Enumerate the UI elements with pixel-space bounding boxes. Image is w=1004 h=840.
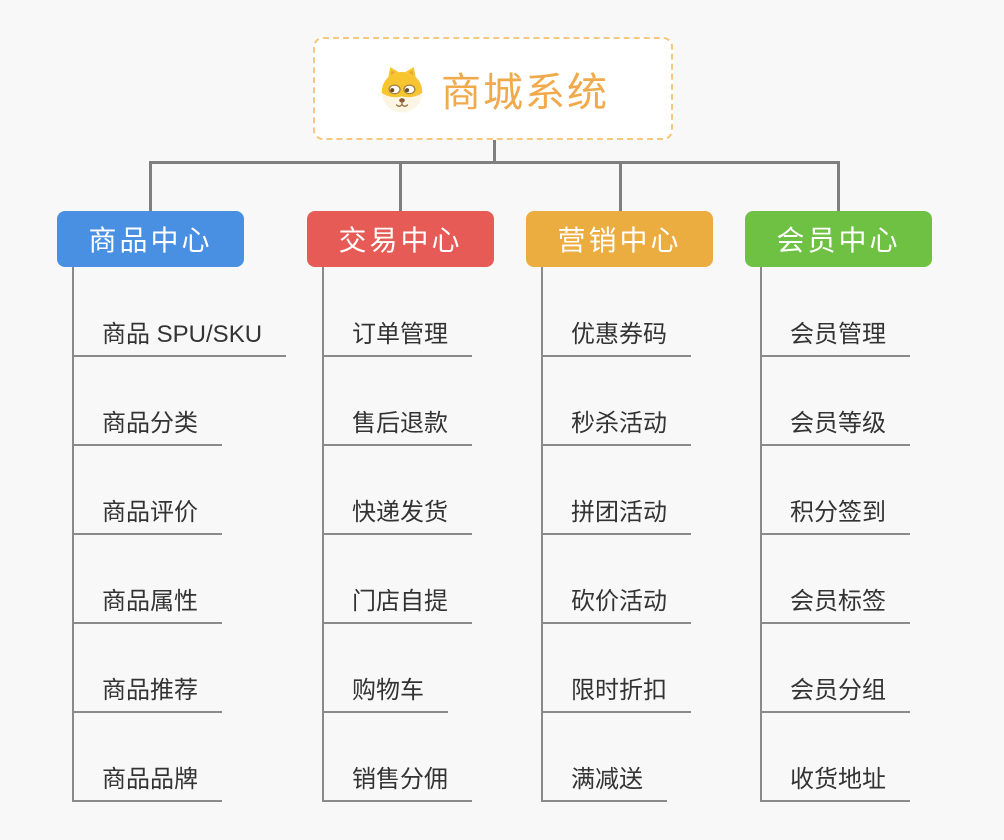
list-item[interactable]: 销售分佣: [324, 760, 472, 802]
list-item[interactable]: 会员等级: [762, 404, 910, 446]
list-item[interactable]: 满减送: [543, 760, 667, 802]
branch-node-trade[interactable]: 交易中心: [307, 211, 494, 267]
branch-children-column-marketing: 优惠券码 秒杀活动 拼团活动 砍价活动 限时折扣 满减送: [541, 267, 691, 802]
root-node[interactable]: 商城系统: [313, 37, 673, 140]
list-item[interactable]: 订单管理: [324, 315, 472, 357]
list-item[interactable]: 优惠券码: [543, 315, 691, 357]
shiba-dog-icon: [377, 64, 427, 114]
list-item[interactable]: 会员分组: [762, 671, 910, 713]
list-item[interactable]: 商品分类: [74, 404, 222, 446]
list-item[interactable]: 商品 SPU/SKU: [74, 315, 287, 357]
list-item[interactable]: 砍价活动: [543, 582, 691, 624]
list-item[interactable]: 商品评价: [74, 493, 222, 535]
list-item[interactable]: 收货地址: [762, 760, 910, 802]
branch-drop-line: [149, 161, 152, 211]
branch-node-members[interactable]: 会员中心: [745, 211, 932, 267]
list-item[interactable]: 商品品牌: [74, 760, 222, 802]
branch-node-products[interactable]: 商品中心: [57, 211, 244, 267]
branch-node-marketing[interactable]: 营销中心: [526, 211, 713, 267]
list-item[interactable]: 门店自提: [324, 582, 472, 624]
list-item[interactable]: 购物车: [324, 671, 448, 713]
branch-drop-line: [399, 161, 402, 211]
list-item[interactable]: 会员管理: [762, 315, 910, 357]
list-item[interactable]: 快递发货: [324, 493, 472, 535]
branch-drop-line: [619, 161, 622, 211]
branch-children-column-products: 商品 SPU/SKU 商品分类 商品评价 商品属性 商品推荐 商品品牌: [72, 267, 287, 802]
list-item[interactable]: 拼团活动: [543, 493, 691, 535]
list-item[interactable]: 会员标签: [762, 582, 910, 624]
list-item[interactable]: 售后退款: [324, 404, 472, 446]
list-item[interactable]: 秒杀活动: [543, 404, 691, 446]
branch-children-column-trade: 订单管理 售后退款 快递发货 门店自提 购物车 销售分佣: [322, 267, 472, 802]
root-node-label: 商城系统: [441, 70, 609, 115]
list-item[interactable]: 商品属性: [74, 582, 222, 624]
branch-children-column-members: 会员管理 会员等级 积分签到 会员标签 会员分组 收货地址: [760, 267, 910, 802]
branch-drop-line: [837, 161, 840, 211]
list-item[interactable]: 商品推荐: [74, 671, 222, 713]
list-item[interactable]: 限时折扣: [543, 671, 691, 713]
branch-connector-rail: [149, 161, 840, 164]
root-connector-stub: [493, 140, 496, 164]
list-item[interactable]: 积分签到: [762, 493, 910, 535]
